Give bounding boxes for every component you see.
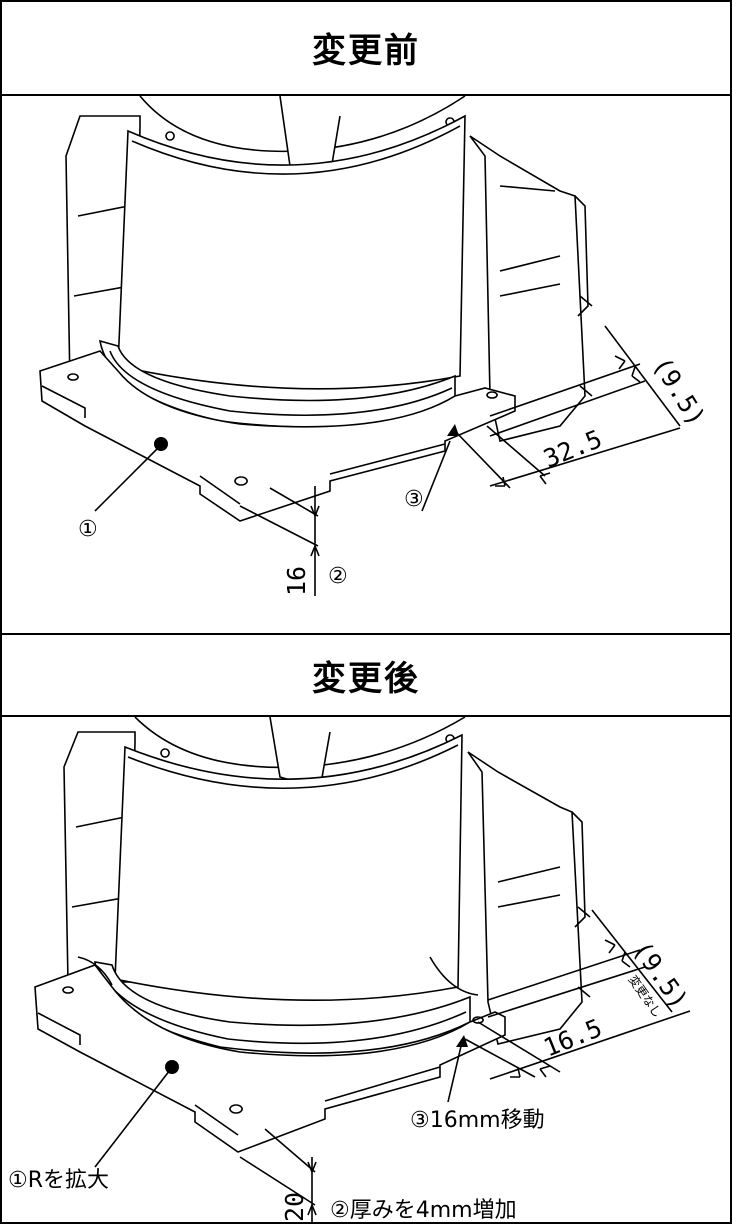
marker-2-before: ②: [328, 564, 348, 589]
dim-32-5-before: 32.5: [539, 424, 606, 473]
base-plate: [39, 350, 516, 522]
diagram-after: ①Rを拡大 ②厚みを4mm増加 ③16mm移動 20 16.5 (9.5) 変更…: [8, 717, 694, 1224]
leader-1: [94, 1069, 171, 1168]
motor-box: [467, 751, 583, 1045]
diagram-before: ① ② ③ 16 32.5 (9.5): [39, 96, 711, 596]
motor-box: [469, 135, 586, 442]
leader-1: [94, 445, 161, 512]
dim-9-5-lines: [487, 909, 673, 1018]
marker-3-before: ③: [404, 487, 424, 512]
section-header-before: 変更前: [0, 0, 732, 96]
dim-9-5-before: (9.5): [647, 352, 711, 431]
dim-9-5-lines: [489, 325, 681, 437]
section-header-after: 変更後: [0, 633, 732, 717]
cylinder: [114, 733, 463, 1002]
dim-16-lines: [239, 486, 319, 596]
marker-1-after: ①Rを拡大: [8, 1168, 109, 1193]
marker-3-after: ③16mm移動: [410, 1108, 545, 1133]
section-title-after: 変更後: [312, 658, 420, 699]
dim-20-lines: [239, 1128, 316, 1224]
marker-dot-1: [154, 437, 168, 451]
dim-16-before: 16: [282, 566, 311, 596]
section-title-before: 変更前: [312, 30, 420, 71]
marker-1-before: ①: [78, 517, 98, 542]
cylinder: [117, 114, 466, 390]
marker-2-after: ②厚みを4mm増加: [330, 1198, 517, 1223]
dim-20-after: 20: [280, 1192, 309, 1222]
leader-3: [421, 440, 451, 512]
marker-dot-1: [165, 1060, 179, 1074]
leader-3: [447, 1041, 463, 1103]
base-plate: [34, 964, 506, 1153]
dim-16-5-lines: [464, 1010, 691, 1080]
